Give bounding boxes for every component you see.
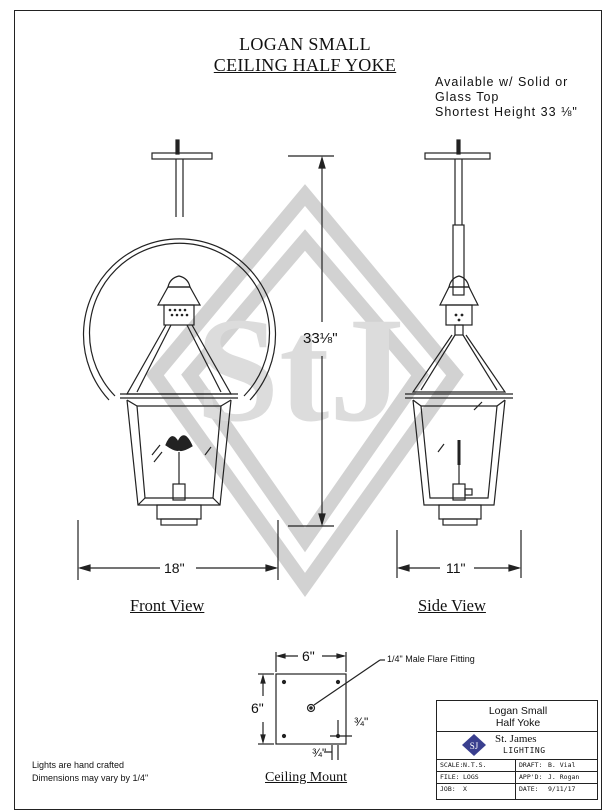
bolt-offset-x-label: ¾": [354, 715, 369, 729]
title-block-divider: [515, 760, 516, 800]
footnote-line1: Lights are hand crafted: [32, 760, 125, 770]
company-name: St. James: [495, 733, 537, 745]
file-label: FILE:: [440, 773, 460, 781]
note-line2: Glass Top: [435, 90, 500, 104]
side-width-dimension: [396, 530, 522, 578]
job-label: JOB:: [440, 785, 456, 793]
mount-height-label: 6": [251, 700, 264, 716]
side-width-label: 11": [446, 560, 466, 576]
drawing-title-line2: CEILING HALF YOKE: [213, 55, 397, 75]
fitting-callout: 1/4" Male Flare Fitting: [387, 654, 475, 664]
draft-label: DRAFT:: [519, 761, 543, 769]
file-value: LOGS: [463, 773, 479, 781]
svg-text:SJ: SJ: [470, 741, 479, 751]
height-dimension: [288, 155, 334, 527]
mount-width-label: 6": [302, 648, 315, 664]
note-shortest-height: Shortest Height 33 ⅛": [435, 105, 578, 119]
watermark: [146, 184, 464, 598]
ceiling-mount-plate: [258, 652, 385, 760]
ceiling-mount-label: Ceiling Mount: [265, 770, 348, 785]
title-block-company-row: SJ St. James LIGHTING: [437, 731, 597, 760]
appd-label: APP'D:: [519, 773, 543, 781]
title-block-product: Logan Small Half Yoke: [437, 705, 599, 729]
front-view-lantern: [82, 139, 277, 526]
appd-value: J. Rogan: [548, 773, 580, 781]
draft-value: B. Vial: [548, 761, 576, 769]
company-division: LIGHTING: [503, 746, 546, 755]
height-dimension-label: 33⅛": [303, 330, 338, 347]
title-block: Logan Small Half Yoke SJ St. James LIGHT…: [436, 700, 598, 800]
front-view-label: Front View: [130, 596, 205, 615]
footnote-line2: Dimensions may vary by 1/4": [32, 773, 149, 783]
scale-label: SCALE:: [440, 761, 464, 769]
title-block-row-job: JOB: X DATE: 9/11/17: [437, 784, 597, 795]
side-view-label: Side View: [418, 596, 486, 615]
bolt-offset-y-label: ¾": [312, 746, 327, 760]
job-value: X: [463, 785, 467, 793]
scale-value: N.T.S.: [463, 761, 487, 769]
front-width-dimension: [77, 520, 279, 580]
drawing-title-line1: LOGAN SMALL: [239, 34, 371, 54]
side-view-lantern: [405, 139, 513, 526]
company-logo-icon: SJ: [462, 734, 486, 756]
title-block-row-file: FILE: LOGS APP'D: J. Rogan: [437, 772, 597, 784]
date-label: DATE:: [519, 785, 539, 793]
date-value: 9/11/17: [548, 785, 576, 793]
title-block-row-scale: SCALE: N.T.S. DRAFT: B. Vial: [437, 760, 597, 772]
title-block-product-line1: Logan Small: [488, 705, 548, 717]
note-line1: Available w/ Solid or: [435, 75, 569, 89]
drawing-linework: StJ: [77, 139, 522, 760]
watermark-text: StJ: [196, 287, 404, 453]
drawing-sheet: StJ: [14, 10, 602, 810]
title-block-product-line2: Half Yoke: [495, 717, 541, 729]
front-width-label: 18": [164, 560, 185, 576]
